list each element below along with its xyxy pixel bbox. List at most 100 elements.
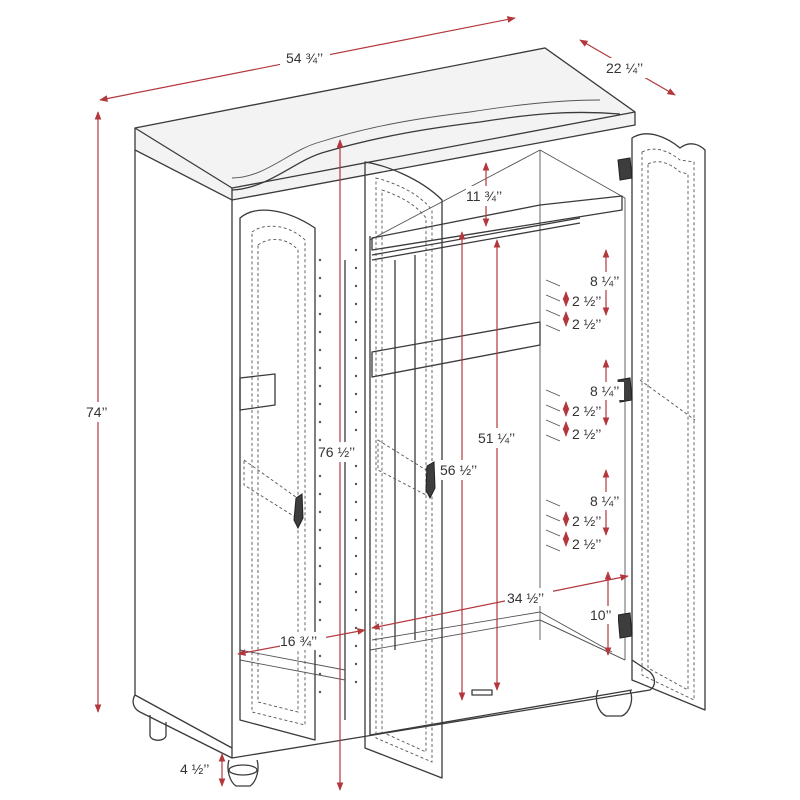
pin-spacing-label: 8 ¼’’ <box>590 493 619 509</box>
pin-gap-label: 2 ½’’ <box>572 513 601 529</box>
rod-clearance-label: 11 ¾’’ <box>466 188 502 204</box>
partition-pin-hole <box>354 500 358 504</box>
partition-pin-hole <box>354 374 358 378</box>
hanging-rod <box>371 217 581 261</box>
inner-height-label: 76 ½’’ <box>318 444 355 460</box>
dimension-rod-clearance: 11 ¾’’ <box>466 162 514 227</box>
overall-height-label: 74’’ <box>86 404 108 420</box>
right-door <box>617 133 706 711</box>
partition-pin-hole <box>354 284 358 288</box>
side-pin-hole <box>318 402 322 406</box>
partition-pin-hole <box>354 464 358 468</box>
pin-gap-label: 2 ½’’ <box>572 536 601 552</box>
side-pin-hole <box>318 384 322 388</box>
dimension-bottom-shelf: 10’’ <box>588 571 618 656</box>
dimension-overall-height: 74’’ <box>84 111 114 713</box>
partition-pin-hole <box>354 680 358 684</box>
side-pin-hole <box>318 420 322 424</box>
side-pin-hole <box>318 618 322 622</box>
left-side-panel <box>134 150 233 749</box>
leg-height-label: 4 ½’’ <box>180 761 209 777</box>
side-pin-hole <box>318 546 322 550</box>
partition-pin-hole <box>354 644 358 648</box>
partition-pin-hole <box>354 266 358 270</box>
dimension-side-width: 16 ¾’’ <box>237 628 366 656</box>
shelf-pin-hole <box>545 309 561 317</box>
shelf-pin-hole <box>545 434 561 442</box>
side-pin-hole <box>318 528 322 532</box>
partition-pin-hole <box>354 338 358 342</box>
partition-pin-hole <box>354 626 358 630</box>
hinge-top <box>617 157 633 181</box>
partition-pin-hole <box>354 554 358 558</box>
overall-depth-label: 22 ¼’’ <box>606 60 643 76</box>
shelf-pin-hole <box>545 279 561 287</box>
shelf-pin-group: 8 ¼’’ 2 ½’’ 2 ½’’ <box>545 249 624 332</box>
pin-gap-label: 2 ½’’ <box>572 316 601 332</box>
side-pin-hole <box>318 564 322 568</box>
side-pin-hole <box>318 438 322 442</box>
shelf-pin-hole <box>545 529 561 537</box>
side-pin-hole <box>318 474 322 478</box>
dimension-leg-height: 4 ½’’ <box>180 753 226 787</box>
side-pin-hole <box>318 654 322 658</box>
overall-width-label: 54 ¾’’ <box>286 50 323 66</box>
back-rail <box>371 321 541 378</box>
bottom-shelf-label: 10’’ <box>590 607 612 623</box>
side-width-label: 16 ¾’’ <box>280 633 317 649</box>
floor-slot <box>471 689 493 696</box>
dimension-center-width: 34 ½’’ <box>371 574 629 630</box>
cabinet-base <box>132 659 656 759</box>
shelf-pin-dimensions: 8 ¼’’ 2 ½’’ 2 ½’’ 8 ¼’’ 2 ½’’ 2 ½’’ 8 ¼’’ 2 ½’’… <box>545 249 624 552</box>
side-pin-hole <box>318 366 322 370</box>
side-pin-hole <box>318 690 322 694</box>
partition-pin-hole <box>354 302 358 306</box>
side-pin-hole <box>318 276 322 280</box>
center-width-label: 34 ½’’ <box>507 590 544 606</box>
center-height-label: 56 ½’’ <box>440 462 477 478</box>
shelf-pin-group: 8 ¼’’2 ½’’2 ½’’ <box>545 359 624 442</box>
shelf-pin-hole <box>545 544 561 552</box>
top-shelf <box>371 195 623 251</box>
dimension-inner-height: 76 ½’’ <box>318 139 364 791</box>
pin-spacing-label: 8 ¼’’ <box>590 383 619 399</box>
partition-pin-hole <box>354 356 358 360</box>
shelf-pin-hole <box>545 514 561 522</box>
side-pin-hole <box>318 312 322 316</box>
dimension-overall-depth: 22 ¼’’ <box>579 39 676 96</box>
center-partition <box>344 236 416 735</box>
partition-pin-hole <box>354 428 358 432</box>
partition-pin-hole <box>354 608 358 612</box>
left-door-handle <box>293 493 304 530</box>
pin-gap-label: 2 ½’’ <box>572 426 601 442</box>
partition-pin-hole <box>354 536 358 540</box>
shelf-pin-hole <box>545 389 561 397</box>
cabinet-top <box>134 47 636 201</box>
side-pin-hole <box>318 330 322 334</box>
partition-pin-hole <box>354 518 358 522</box>
hanging-height-label: 51 ¼’’ <box>478 430 515 446</box>
pin-gap-label: 2 ½’’ <box>572 293 601 309</box>
partition-pin-hole <box>354 410 358 414</box>
partition-pin-hole <box>354 662 358 666</box>
shelf-pin-hole <box>545 324 561 332</box>
side-pin-hole <box>318 582 322 586</box>
partition-pin-hole <box>354 590 358 594</box>
shelf-pin-hole <box>545 404 561 412</box>
center-door <box>364 161 443 779</box>
partition-pin-hole <box>354 248 358 252</box>
side-pin-hole <box>318 510 322 514</box>
partition-pin-hole <box>354 482 358 486</box>
front-left-leg <box>227 759 259 787</box>
pin-spacing-label: 8 ¼’’ <box>590 273 619 289</box>
center-door-handle <box>425 461 436 500</box>
dimension-center-height: 56 ½’’ <box>440 231 486 701</box>
left-pin-column <box>318 248 358 694</box>
shelf-pin-group: 8 ¼’’ 2 ½’’ 2 ½’’ <box>545 469 624 552</box>
side-pin-hole <box>318 492 322 496</box>
side-pin-hole <box>318 672 322 676</box>
dimension-overall-width: 54 ¾’’ <box>99 16 516 102</box>
hinge-bottom <box>617 612 633 639</box>
partition-pin-hole <box>354 572 358 576</box>
